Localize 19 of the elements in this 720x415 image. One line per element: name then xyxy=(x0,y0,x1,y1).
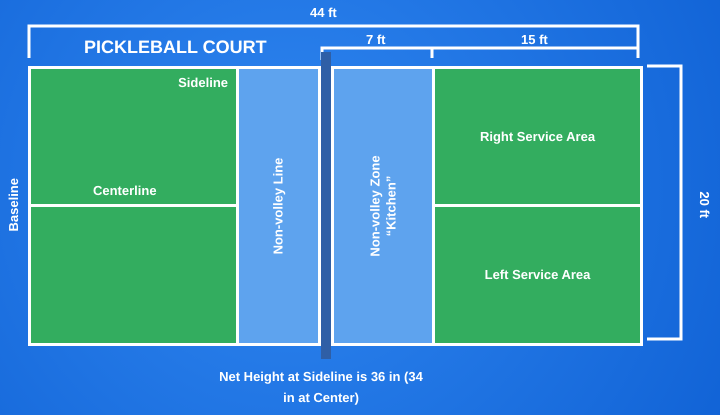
line-label: Non-volley Line xyxy=(270,158,286,254)
court-area xyxy=(28,66,239,207)
dimension-label: 20 ft xyxy=(696,192,713,218)
dimension-label: 7 ft xyxy=(366,31,386,49)
court-area xyxy=(28,204,239,346)
service-area xyxy=(432,66,643,207)
line-label: Sideline xyxy=(178,74,228,92)
service-area xyxy=(432,204,643,346)
non-volley-zone xyxy=(236,66,321,346)
dimension-label: 44 ft xyxy=(310,4,337,22)
area-label: Left Service Area xyxy=(484,266,590,284)
caption: Net Height at Sideline is 36 in (34 in at Center) xyxy=(218,368,424,407)
line-label: Centerline xyxy=(93,182,157,200)
dimension-label: 15 ft xyxy=(521,31,548,49)
title: PICKLEBALL COURT xyxy=(84,36,267,59)
zone-label: Non-volley Zone “Kitchen” xyxy=(367,154,399,259)
line-label: Baseline xyxy=(5,178,22,232)
area-label: Right Service Area xyxy=(480,128,596,146)
non-volley-zone xyxy=(331,66,435,346)
